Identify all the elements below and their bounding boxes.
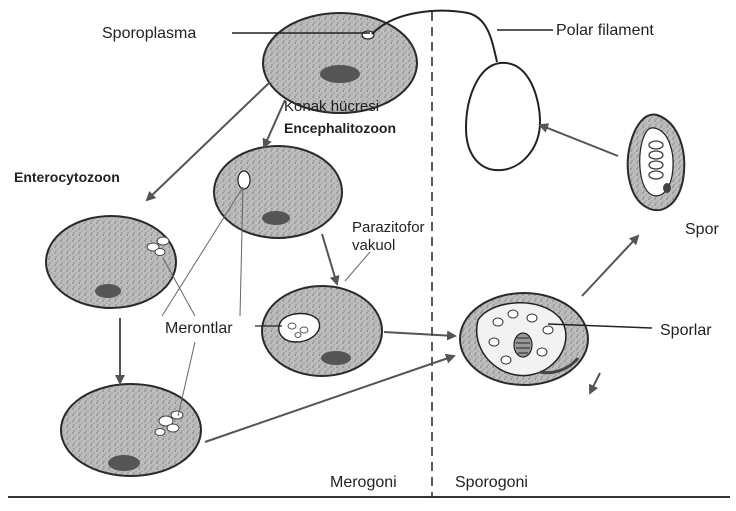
label-merogoni: Merogoni	[330, 474, 397, 491]
label-vakuol: vakuol	[352, 237, 395, 254]
cell-sporogony	[460, 293, 588, 385]
label-merontlar: Merontlar	[165, 320, 233, 337]
label-sporlar: Sporlar	[660, 322, 712, 339]
cell-encephalitozoon	[214, 146, 342, 238]
label-konak-hucresi: Konak hücresi	[284, 98, 379, 115]
label-spor: Spor	[685, 221, 719, 238]
label-parazitofor: Parazitofor	[352, 219, 425, 236]
label-sporogoni: Sporogoni	[455, 474, 528, 491]
spore	[628, 115, 685, 211]
life-cycle-arrows	[120, 82, 638, 442]
label-polar-filament: Polar filament	[556, 22, 654, 39]
label-sporoplasma: Sporoplasma	[102, 25, 196, 42]
cell-bottom-left	[61, 384, 201, 476]
label-enterocytozoon: Enterocytozoon	[14, 169, 120, 185]
cell-enterocytozoon	[46, 216, 176, 308]
label-encephalitozoon: Encephalitozoon	[284, 120, 396, 136]
cell-parasitophorous-vacuole	[262, 286, 382, 376]
